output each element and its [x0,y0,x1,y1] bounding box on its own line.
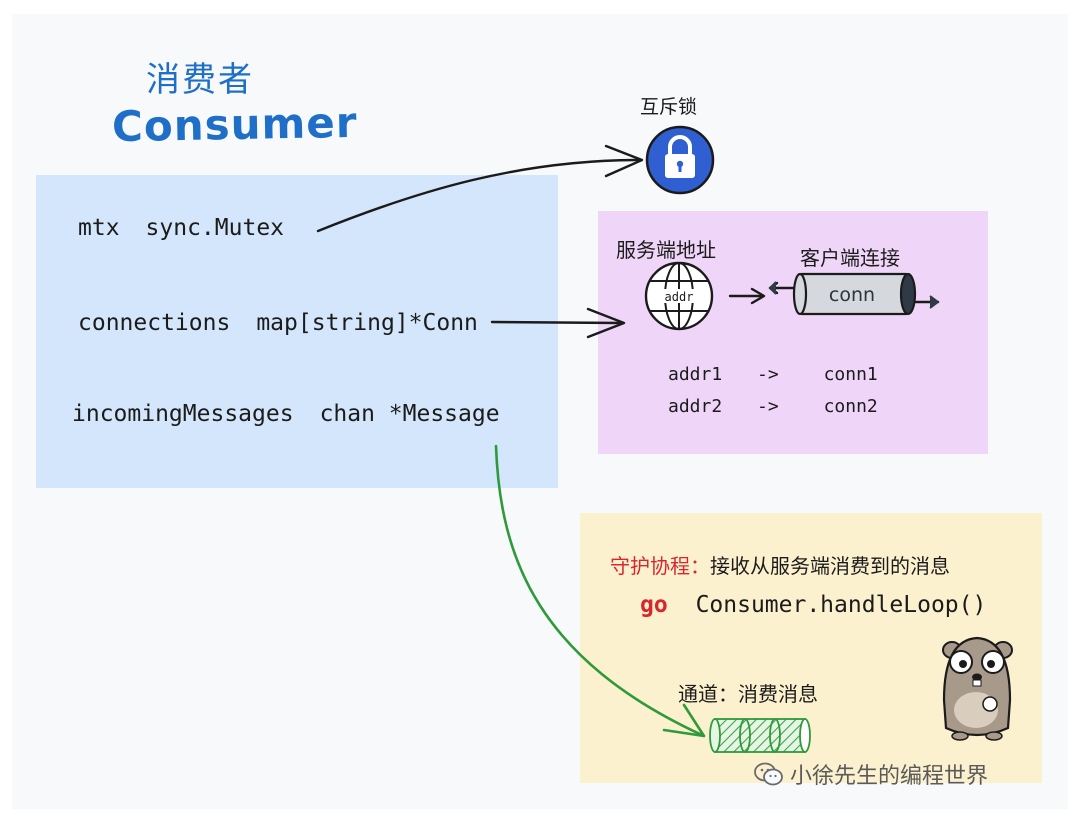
goroutine-label: 守护协程：接收从服务端消费到的消息 [610,550,950,579]
field-incoming-messages: incomingMessages chan *Message [72,401,500,427]
connections-panel [598,211,988,454]
field-mtx: mtx sync.Mutex [78,215,284,241]
globe-icon: addr [644,261,714,331]
goroutine-label-desc: 接收从服务端消费到的消息 [710,554,950,578]
mapping-arrow: -> [757,364,779,385]
gopher-icon [942,636,1013,741]
mapping-key: addr1 [668,364,723,385]
mapping-row: addr2 -> conn2 [668,396,878,417]
field-name: incomingMessages [72,401,294,427]
consumer-struct-box: mtx sync.Mutex connections map[string]*Con… [36,175,558,488]
watermark: 小徐先生的编程世界 [754,758,988,790]
mapping-key: addr2 [668,396,723,417]
field-type: map[string]*Conn [256,310,478,336]
field-type: sync.Mutex [145,215,285,241]
channel-arrow [494,444,706,738]
mapping-row: addr1 -> conn1 [668,364,878,385]
field-name: connections [78,310,231,336]
conn-text: conn [829,284,875,306]
server-address-label: 服务端地址 [616,238,716,262]
title-chinese: 消费者 [146,60,254,100]
mapping-value: conn1 [823,364,878,385]
goroutine-call: go Consumer.handleLoop() [640,592,986,618]
mapping-value: conn2 [823,396,878,417]
watermark-text: 小徐先生的编程世界 [790,764,989,789]
mutex-arrow [316,144,644,233]
globe-text: addr [665,290,694,304]
field-type: chan *Message [319,401,500,427]
handle-loop-call: Consumer.handleLoop() [695,592,987,618]
mutex-label: 互斥锁 [640,96,698,118]
conn-cylinder-icon: conn [768,272,940,316]
field-connections: connections map[string]*Conn [78,310,478,336]
lock-icon [645,125,715,195]
channel-queue-icon [709,718,811,753]
goroutine-label-prefix: 守护协程： [610,554,710,578]
mapping-arrow: -> [757,396,779,417]
client-connection-label: 客户端连接 [800,246,900,270]
wechat-icon [754,762,783,786]
field-name: mtx [78,215,120,241]
go-keyword: go [640,592,668,618]
channel-label: 通道：消费消息 [678,682,818,706]
addr-to-conn-arrow [728,287,766,305]
connections-arrow [490,307,626,339]
